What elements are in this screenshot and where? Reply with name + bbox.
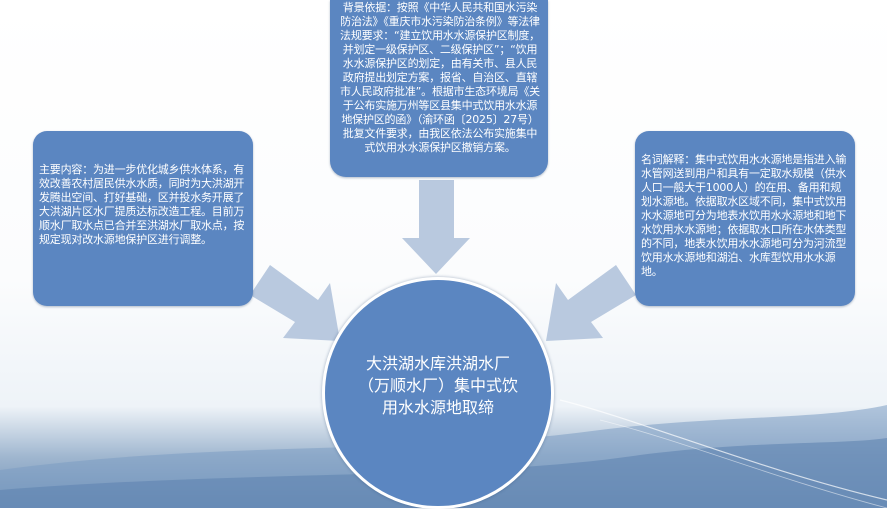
main-content-box: 主要内容：为进一步优化城乡供水体系，有效改善农村居民供水水质，同时为大洪湖开发腾… [33,131,253,306]
term-explanation-box: 名词解释：集中式饮用水水源地是指进入输水管网送到用户和具有一定取水规模（供水人口… [635,131,855,306]
center-topic-circle: 大洪湖水库洪湖水厂（万顺水厂）集中式饮用水水源地取缔 [322,277,554,509]
center-topic-title: 大洪湖水库洪湖水厂（万顺水厂）集中式饮用水水源地取缔 [358,354,519,417]
background-basis-box: 背景依据：按照《中华人民共和国水污染防治法》《重庆市水污染防治条例》等法律法规要… [330,0,548,177]
background-basis-text: 背景依据：按照《中华人民共和国水污染防治法》《重庆市水污染防治条例》等法律法规要… [340,1,540,154]
term-explanation-text: 名词解释：集中式饮用水水源地是指进入输水管网送到用户和具有一定取水规模（供水人口… [641,153,847,278]
main-content-text: 主要内容：为进一步优化城乡供水体系，有效改善农村居民供水水质，同时为大洪湖开发腾… [39,163,245,246]
